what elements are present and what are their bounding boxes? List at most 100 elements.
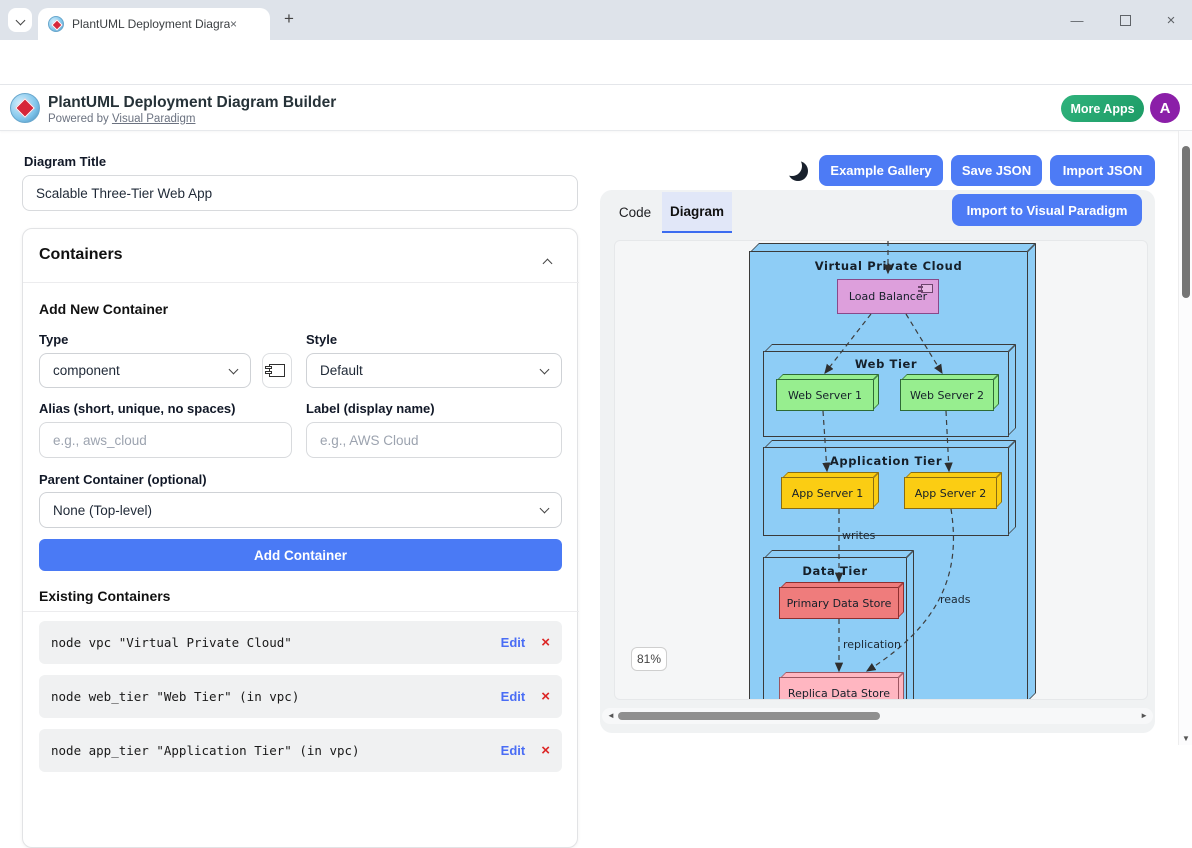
container-row: node vpc "Virtual Private Cloud" Edit × <box>39 621 562 664</box>
browser-titlebar: PlantUML Deployment Diagram × + — × <box>0 0 1192 40</box>
edit-link[interactable]: Edit <box>500 689 526 704</box>
diagram-canvas[interactable]: Virtual Private Cloud Load Balancer Web … <box>614 240 1148 700</box>
vertical-scrollbar-thumb[interactable] <box>1182 146 1190 298</box>
maximize-icon <box>1119 14 1131 26</box>
scroll-right-icon[interactable]: ► <box>1140 711 1148 720</box>
horizontal-scrollbar[interactable]: ◄ ► <box>602 708 1153 724</box>
tab-search-button[interactable] <box>8 8 32 32</box>
diagram-title-value: Scalable Three-Tier Web App <box>36 185 213 201</box>
add-container-button[interactable]: Add Container <box>39 539 562 571</box>
chevron-down-icon <box>228 364 239 374</box>
diagram-node-app-tier-title: Application Tier <box>829 454 943 468</box>
alias-placeholder: e.g., aws_cloud <box>53 432 147 448</box>
parent-container-value: None (Top-level) <box>53 502 153 518</box>
edge-label-reads: reads <box>940 593 971 606</box>
vertical-scrollbar[interactable]: ▼ <box>1178 131 1192 745</box>
diagram-node-primary-data-store[interactable]: Primary Data Store <box>779 582 904 619</box>
replica-data-store-label: Replica Data Store <box>787 686 891 700</box>
web-server-1-label: Web Server 1 <box>787 388 863 402</box>
parent-container-label: Parent Container (optional) <box>39 472 207 487</box>
container-code: node vpc "Virtual Private Cloud" <box>51 635 292 650</box>
type-label: Type <box>39 332 69 347</box>
diagram-node-app-server-1[interactable]: App Server 1 <box>781 472 879 509</box>
window-maximize-button[interactable] <box>1114 10 1136 30</box>
type-select[interactable]: component <box>39 353 251 388</box>
delete-icon[interactable]: × <box>541 634 550 651</box>
component-icon <box>918 284 933 293</box>
style-select[interactable]: Default <box>306 353 562 388</box>
delete-icon[interactable]: × <box>541 688 550 705</box>
collapse-section-button[interactable] <box>542 254 553 272</box>
display-name-placeholder: e.g., AWS Cloud <box>320 432 419 448</box>
diagram-node-data-tier-title: Data Tier <box>802 564 868 578</box>
zoom-level-badge: 81% <box>631 647 667 671</box>
import-json-button[interactable]: Import JSON <box>1050 155 1155 186</box>
container-row: node app_tier "Application Tier" (in vpc… <box>39 729 562 772</box>
chevron-down-icon <box>539 503 550 514</box>
tab-code[interactable]: Code <box>618 205 652 220</box>
import-to-visual-paradigm-button[interactable]: Import to Visual Paradigm <box>952 194 1142 226</box>
divider <box>23 611 579 612</box>
display-name-input[interactable]: e.g., AWS Cloud <box>306 422 562 458</box>
browser-toolbar: ← → ⟳ ai-toolbox.visual-paradigm.com/app… <box>0 40 1192 118</box>
diagram-component-load-balancer[interactable]: Load Balancer <box>837 279 939 314</box>
app-header <box>0 85 1192 131</box>
diagram-title-label: Diagram Title <box>24 154 107 169</box>
dark-mode-moon-icon[interactable] <box>788 161 808 181</box>
window-close-button[interactable]: × <box>1166 11 1176 29</box>
existing-containers-heading: Existing Containers <box>39 588 171 604</box>
alias-label: Alias (short, unique, no spaces) <box>39 401 236 416</box>
display-name-label: Label (display name) <box>306 401 435 416</box>
window-minimize-button[interactable]: — <box>1070 12 1084 28</box>
site-favicon-icon <box>48 16 64 32</box>
more-apps-button[interactable]: More Apps <box>1061 95 1144 122</box>
scroll-down-icon[interactable]: ▼ <box>1182 734 1190 743</box>
visual-paradigm-link[interactable]: Visual Paradigm <box>111 113 196 125</box>
browser-tab[interactable]: PlantUML Deployment Diagram × <box>38 8 270 40</box>
add-new-container-heading: Add New Container <box>39 301 169 317</box>
diagram-node-vpc-title: Virtual Private Cloud <box>814 259 963 273</box>
powered-by: Powered by Visual Paradigm <box>48 113 195 125</box>
new-tab-button[interactable]: + <box>284 9 294 28</box>
container-code: node app_tier "Application Tier" (in vpc… <box>51 743 360 758</box>
web-server-2-label: Web Server 2 <box>909 388 985 402</box>
chevron-down-icon <box>15 15 25 25</box>
powered-by-text: Powered by <box>48 113 109 125</box>
style-label: Style <box>306 332 338 347</box>
edge-label-writes: writes <box>842 529 876 542</box>
user-avatar[interactable]: A <box>1150 93 1180 123</box>
load-balancer-label: Load Balancer <box>848 290 928 303</box>
style-value: Default <box>320 363 363 378</box>
component-type-button[interactable] <box>262 353 292 388</box>
diagram-title-input[interactable]: Scalable Three-Tier Web App <box>22 175 578 211</box>
container-row: node web_tier "Web Tier" (in vpc) Edit × <box>39 675 562 718</box>
app-server-1-label: App Server 1 <box>791 486 864 500</box>
type-value: component <box>53 363 120 378</box>
tab-diagram[interactable]: Diagram <box>662 192 732 233</box>
save-json-button[interactable]: Save JSON <box>951 155 1042 186</box>
alias-input[interactable]: e.g., aws_cloud <box>39 422 292 458</box>
tab-close-icon[interactable]: × <box>230 17 238 31</box>
chevron-down-icon <box>539 364 550 374</box>
preview-card: Code Diagram Import to Visual Paradigm V… <box>600 190 1155 733</box>
tab-title: PlantUML Deployment Diagram <box>72 17 230 31</box>
diagram-node-replica-data-store[interactable]: Replica Data Store <box>779 672 904 700</box>
scroll-left-icon[interactable]: ◄ <box>607 711 615 720</box>
containers-section-title: Containers <box>39 246 123 263</box>
app-logo-icon <box>10 93 40 123</box>
component-icon <box>265 364 285 377</box>
diagram-node-web-server-1[interactable]: Web Server 1 <box>776 374 879 411</box>
diagram-node-app-server-2[interactable]: App Server 2 <box>904 472 1002 509</box>
divider <box>23 282 579 283</box>
diagram-node-web-tier-title: Web Tier <box>854 357 918 371</box>
chevron-up-icon <box>542 258 553 269</box>
app-title: PlantUML Deployment Diagram Builder <box>48 94 337 111</box>
app-server-2-label: App Server 2 <box>914 486 987 500</box>
edit-link[interactable]: Edit <box>500 635 526 650</box>
parent-container-select[interactable]: None (Top-level) <box>39 492 562 528</box>
example-gallery-button[interactable]: Example Gallery <box>819 155 943 186</box>
horizontal-scrollbar-thumb[interactable] <box>618 712 880 720</box>
edit-link[interactable]: Edit <box>500 743 526 758</box>
diagram-node-web-server-2[interactable]: Web Server 2 <box>900 374 999 411</box>
container-code: node web_tier "Web Tier" (in vpc) <box>51 689 300 704</box>
